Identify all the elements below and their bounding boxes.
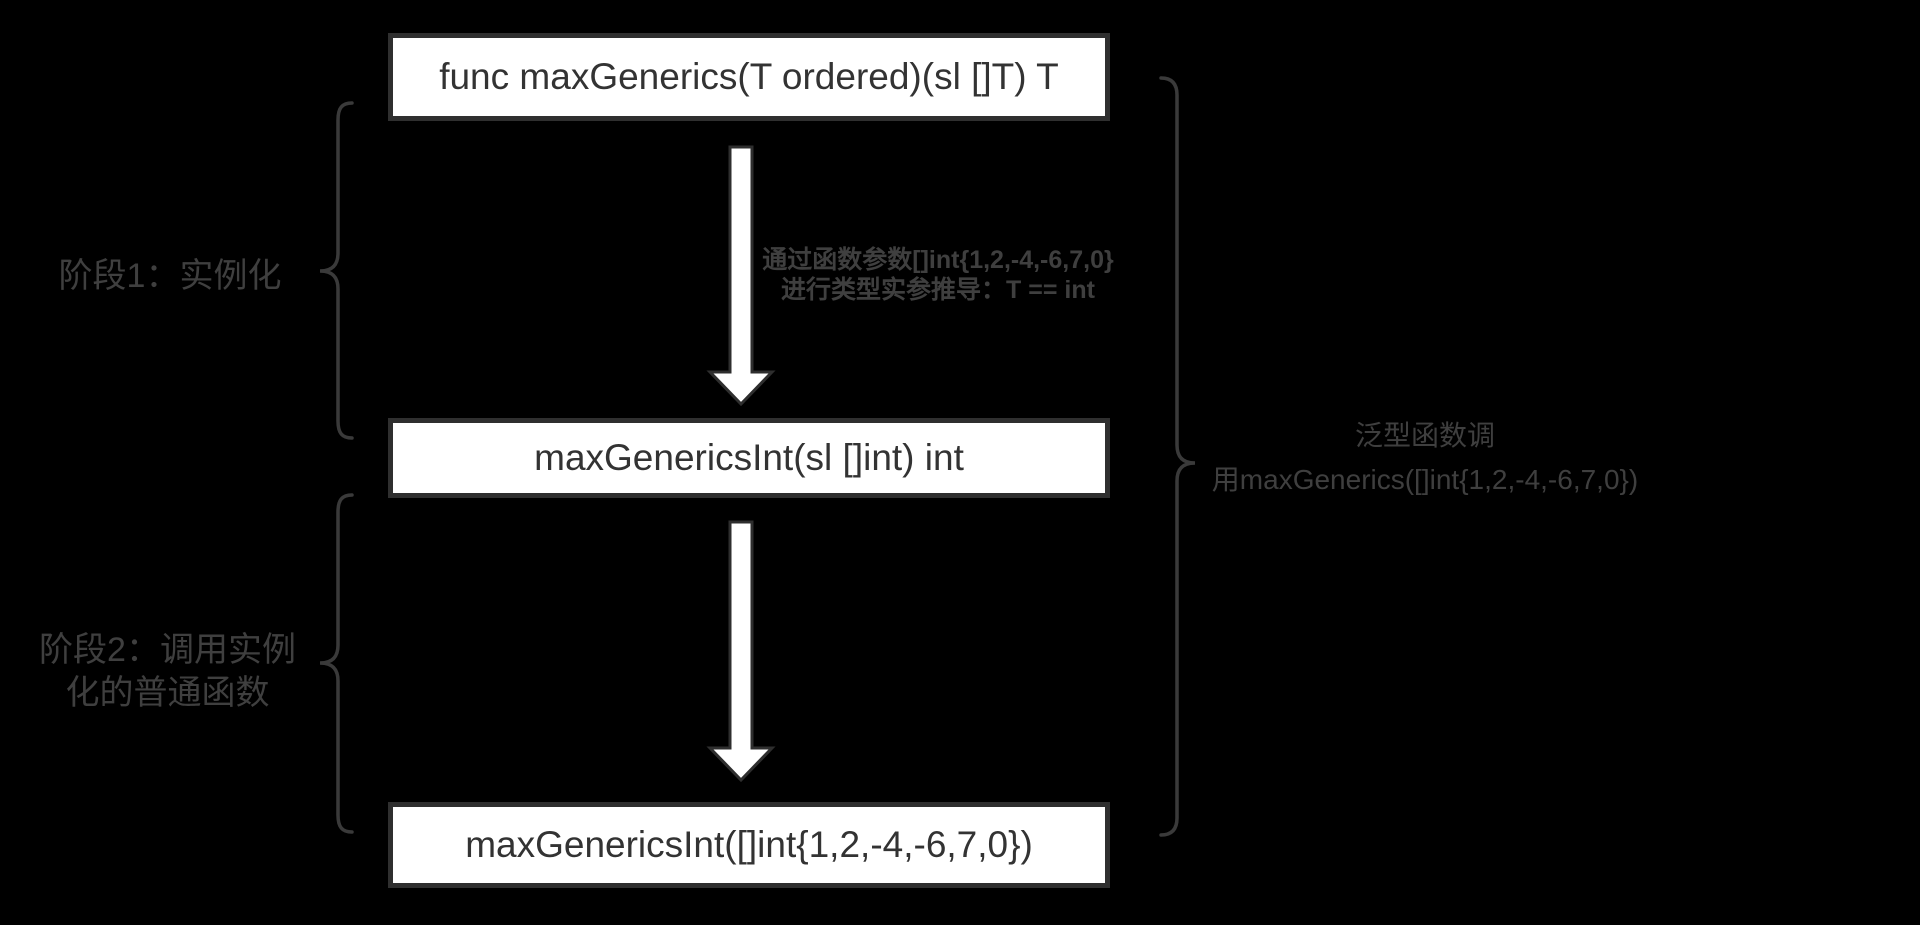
stage2-label-line1: 阶段2：调用实例 bbox=[39, 631, 296, 669]
stage1-label-text: 阶段1：实例化 bbox=[58, 257, 282, 295]
instantiated-function-box: maxGenericsInt(sl []int) int bbox=[388, 418, 1110, 498]
down-arrow-1-icon bbox=[706, 145, 776, 407]
stage1-label: 阶段1：实例化 bbox=[20, 255, 320, 297]
type-inference-annotation-line1: 通过函数参数[]int{1,2,-4,-6,7,0} bbox=[762, 246, 1114, 274]
stage2-label: 阶段2：调用实例 化的普通函数 bbox=[20, 629, 315, 715]
type-inference-annotation: 通过函数参数[]int{1,2,-4,-6,7,0} 进行类型实参推导：T ==… bbox=[742, 245, 1134, 305]
generic-call-brace-icon bbox=[1159, 76, 1196, 837]
stage2-brace-icon bbox=[319, 493, 354, 834]
function-call-expression: maxGenericsInt([]int{1,2,-4,-6,7,0}) bbox=[465, 824, 1033, 865]
function-call-box: maxGenericsInt([]int{1,2,-4,-6,7,0}) bbox=[388, 802, 1110, 888]
down-arrow-2-icon bbox=[706, 520, 776, 783]
generic-function-signature: func maxGenerics(T ordered)(sl []T) T bbox=[439, 56, 1059, 97]
generic-call-label: 泛型函数调 用maxGenerics([]int{1,2,-4,-6,7,0}) bbox=[1205, 414, 1645, 502]
generic-call-label-line2: 用maxGenerics([]int{1,2,-4,-6,7,0}) bbox=[1211, 464, 1639, 495]
stage1-brace-icon bbox=[319, 101, 354, 440]
stage2-label-line2: 化的普通函数 bbox=[65, 674, 270, 712]
type-inference-annotation-line2: 进行类型实参推导：T == int bbox=[781, 276, 1095, 304]
instantiated-function-signature: maxGenericsInt(sl []int) int bbox=[534, 437, 964, 478]
generic-function-box: func maxGenerics(T ordered)(sl []T) T bbox=[388, 33, 1110, 121]
generic-call-label-line1: 泛型函数调 bbox=[1354, 420, 1495, 451]
